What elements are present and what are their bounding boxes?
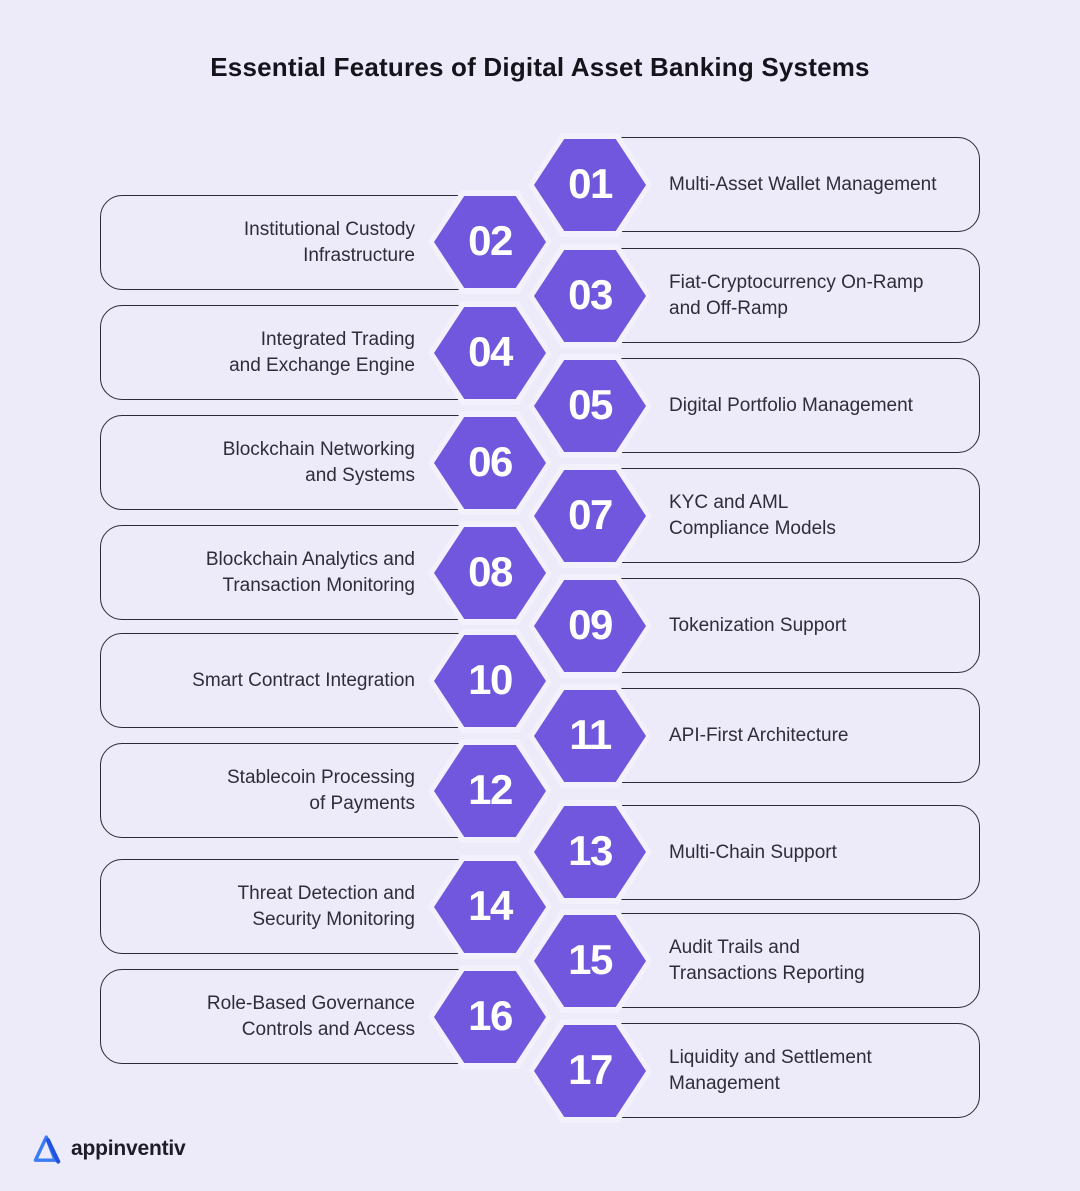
feature-label: Digital Portfolio Management [669, 394, 913, 416]
feature-number: 09 [568, 601, 613, 648]
feature-label: Institutional Custody Infrastructure [243, 219, 415, 266]
hexagon: 13 [534, 806, 646, 898]
feature-label: Multi-Asset Wallet Management [669, 173, 937, 195]
feature-number: 06 [468, 438, 513, 485]
hexagon: 08 [434, 527, 546, 619]
feature-label: Smart Contract Integration [192, 669, 415, 691]
feature-label: Tokenization Support [669, 614, 847, 636]
feature-number: 10 [468, 656, 513, 703]
feature-number: 13 [568, 827, 613, 874]
hexagon: 15 [534, 915, 646, 1007]
feature-number: 15 [568, 936, 613, 983]
hexagon: 11 [534, 690, 646, 782]
appinventiv-triangle-a-icon [30, 1132, 64, 1166]
page-title: Essential Features of Digital Asset Bank… [210, 52, 870, 82]
hexagon: 12 [434, 745, 546, 837]
feature-card-14: Threat Detection and Security Monitoring [100, 859, 492, 954]
feature-number: 04 [468, 328, 513, 375]
feature-card-16: Role-Based Governance Controls and Acces… [100, 969, 492, 1064]
feature-card-05: Digital Portfolio Management [588, 358, 980, 453]
feature-card-02: Institutional Custody Infrastructure [100, 195, 492, 290]
hexagon: 04 [434, 307, 546, 399]
feature-number: 11 [569, 711, 612, 758]
feature-label: Audit Trails and Transactions Reporting [669, 937, 865, 984]
feature-number: 17 [568, 1046, 613, 1093]
hexagon: 06 [434, 417, 546, 509]
brand-logo: appinventiv [30, 1132, 186, 1166]
feature-label: Multi-Chain Support [669, 841, 837, 863]
feature-card-01: Multi-Asset Wallet Management [588, 137, 980, 232]
feature-card-07: KYC and AML Compliance Models [588, 468, 980, 563]
feature-label: KYC and AML Compliance Models [669, 492, 836, 539]
hexagon: 01 [534, 139, 646, 231]
feature-number: 08 [468, 548, 513, 595]
feature-label: Stablecoin Processing of Payments [227, 767, 415, 814]
feature-label: API-First Architecture [669, 724, 849, 746]
feature-card-12: Stablecoin Processing of Payments [100, 743, 492, 838]
hexagon: 02 [434, 196, 546, 288]
hexagon: 07 [534, 470, 646, 562]
feature-number: 12 [468, 766, 513, 813]
feature-card-06: Blockchain Networking and Systems [100, 415, 492, 510]
feature-number: 05 [568, 381, 613, 428]
hexagon: 03 [534, 250, 646, 342]
feature-number: 01 [568, 160, 613, 207]
feature-label: Blockchain Analytics and Transaction Mon… [205, 549, 415, 596]
brand-name: appinventiv [71, 1137, 186, 1160]
hexagon: 17 [534, 1025, 646, 1117]
feature-card-11: API-First Architecture [588, 688, 980, 783]
number-hexagon-14: 14 [428, 855, 552, 959]
feature-label: Blockchain Networking and Systems [222, 439, 415, 486]
feature-card-10: Smart Contract Integration [100, 633, 492, 728]
feature-number: 07 [568, 491, 613, 538]
hexagon: 09 [534, 580, 646, 672]
feature-number: 03 [568, 271, 613, 318]
feature-label: Fiat-Cryptocurrency On-Ramp and Off-Ramp [669, 272, 924, 319]
hexagon: 14 [434, 861, 546, 953]
feature-card-09: Tokenization Support [588, 578, 980, 673]
hexagon: 16 [434, 971, 546, 1063]
feature-card-08: Blockchain Analytics and Transaction Mon… [100, 525, 492, 620]
hexagon: 10 [434, 635, 546, 727]
hexagon: 05 [534, 360, 646, 452]
feature-card-04: Integrated Trading and Exchange Engine [100, 305, 492, 400]
feature-number: 02 [468, 217, 513, 264]
feature-label: Liquidity and Settlement Management [669, 1047, 872, 1094]
feature-number: 16 [468, 992, 513, 1039]
feature-label: Integrated Trading and Exchange Engine [229, 329, 415, 376]
feature-label: Threat Detection and Security Monitoring [237, 883, 415, 930]
feature-label: Role-Based Governance Controls and Acces… [206, 993, 415, 1040]
feature-number: 14 [468, 882, 513, 929]
